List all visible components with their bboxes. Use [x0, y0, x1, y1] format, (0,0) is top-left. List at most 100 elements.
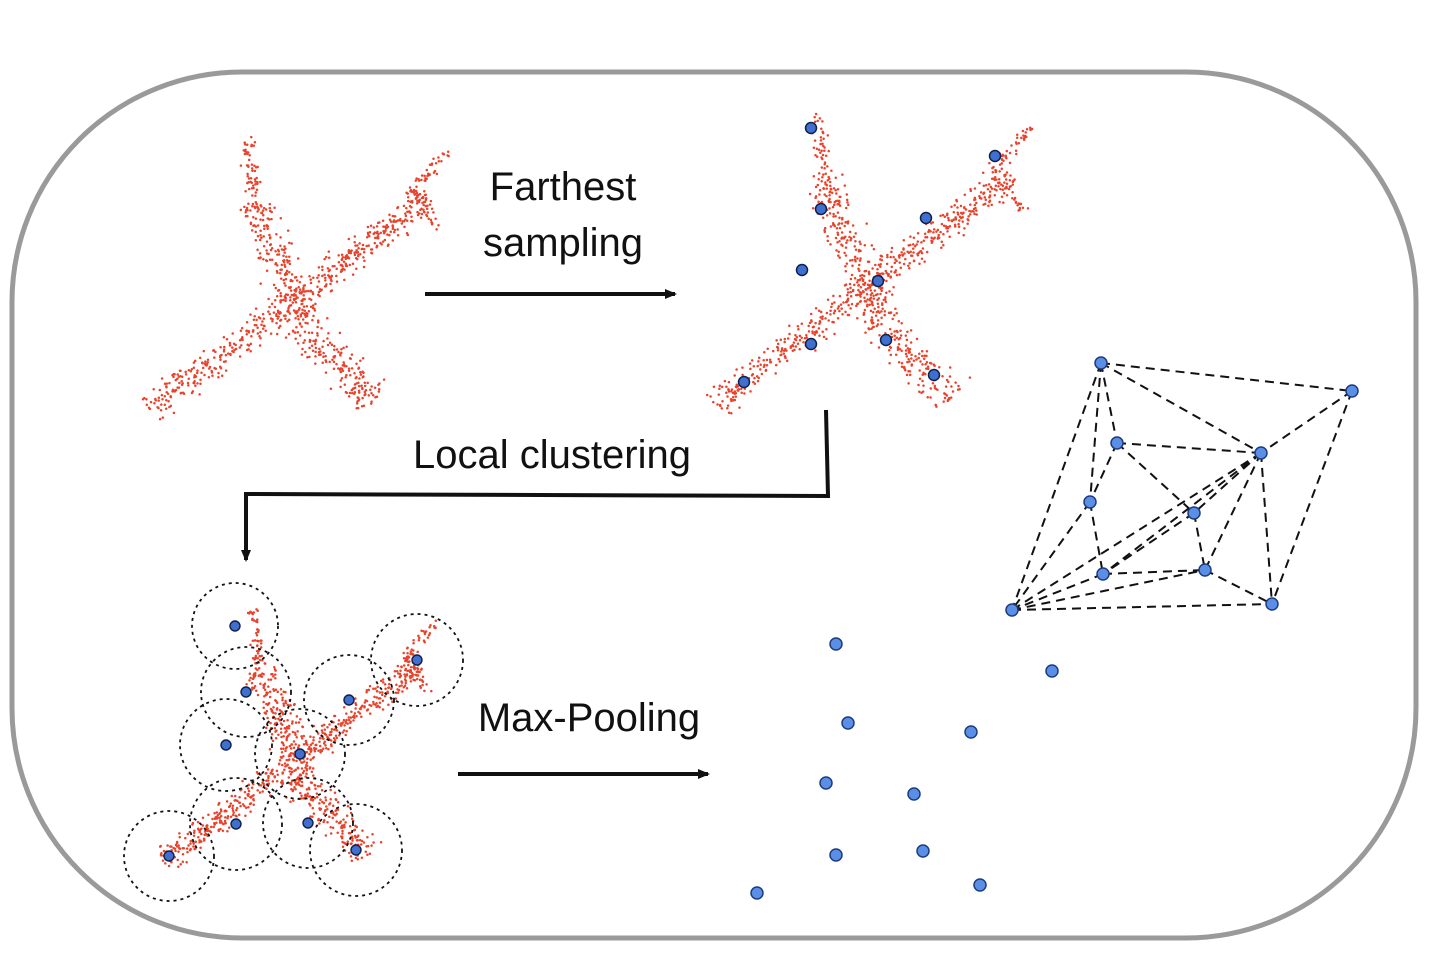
- cloud-point: [278, 311, 282, 314]
- cloud-point: [999, 187, 1002, 191]
- cloud-point: [337, 719, 341, 722]
- cloud-point: [844, 220, 848, 224]
- cloud-point: [377, 697, 381, 700]
- cluster-centroid: [294, 748, 306, 760]
- cloud-point: [865, 222, 868, 225]
- cloud-point: [318, 353, 321, 357]
- cloud-point: [290, 743, 294, 746]
- cloud-point: [876, 319, 880, 322]
- cloud-point: [157, 406, 160, 410]
- cloud-point: [279, 324, 282, 328]
- cloud-point: [393, 215, 397, 218]
- cloud-point: [995, 188, 998, 192]
- cloud-point: [259, 784, 263, 787]
- cloud-point: [401, 690, 404, 693]
- cloud-point: [282, 719, 286, 723]
- cloud-point: [205, 824, 209, 827]
- cloud-point: [247, 331, 251, 334]
- cloud-point: [159, 854, 163, 857]
- cloud-point: [780, 347, 784, 350]
- cloud-point: [203, 830, 207, 833]
- cloud-point: [231, 346, 234, 349]
- cloud-point: [855, 304, 858, 308]
- cloud-point: [354, 707, 357, 710]
- cloud-point: [157, 396, 161, 400]
- cloud-point: [896, 330, 899, 334]
- cloud-point: [335, 812, 338, 816]
- cloud-point: [816, 119, 819, 123]
- cloud-point: [840, 231, 844, 234]
- cloud-point: [292, 746, 296, 749]
- cloud-point: [273, 775, 277, 779]
- cloud-point: [265, 269, 269, 273]
- cloud-point: [1000, 162, 1004, 165]
- cloud-point: [321, 731, 324, 734]
- cloud-point: [250, 611, 253, 614]
- cloud-point: [959, 204, 963, 208]
- cloud-point: [342, 729, 346, 732]
- cloud-point: [908, 262, 911, 265]
- cloud-point: [161, 397, 164, 401]
- cloud-point: [306, 792, 310, 795]
- cloud-point: [322, 737, 325, 741]
- cloud-point: [774, 363, 778, 367]
- cloud-point: [740, 387, 743, 391]
- cloud-point: [288, 312, 292, 315]
- cloud-point: [896, 345, 900, 349]
- cloud-point: [386, 244, 390, 247]
- cloud-point: [300, 767, 304, 770]
- cloud-point: [915, 358, 918, 361]
- cloud-point: [288, 270, 291, 274]
- cloud-point: [304, 321, 307, 325]
- cloud-point: [259, 639, 263, 642]
- cloud-point: [827, 319, 830, 322]
- cloud-point: [344, 262, 348, 266]
- cloud-point: [244, 806, 248, 810]
- cloud-point: [946, 230, 949, 233]
- cloud-point: [278, 758, 282, 762]
- cloud-point: [312, 812, 316, 815]
- cloud-point: [404, 681, 408, 685]
- cloud-point: [908, 347, 912, 351]
- cloud-point: [314, 355, 317, 358]
- cloud-point: [284, 277, 288, 281]
- cloud-point: [895, 273, 899, 277]
- cloud-point: [932, 363, 936, 366]
- cloud-point: [255, 633, 259, 637]
- cloud-point: [318, 736, 322, 740]
- cloud-point: [400, 222, 404, 225]
- cloud-point: [339, 367, 343, 370]
- cloud-point: [280, 263, 284, 267]
- cloud-point: [279, 731, 283, 734]
- cloud-point: [866, 286, 870, 290]
- cloud-point: [327, 748, 330, 751]
- cloud-point: [247, 180, 250, 184]
- cloud-point: [360, 384, 363, 387]
- cloud-point: [839, 195, 842, 199]
- cloud-point: [274, 688, 278, 691]
- cloud-point: [195, 371, 199, 375]
- cloud-point: [347, 716, 351, 719]
- cloud-point: [869, 309, 873, 313]
- cloud-point: [415, 194, 419, 197]
- cloud-point: [326, 821, 329, 824]
- cloud-point: [329, 282, 332, 286]
- cloud-point: [165, 385, 168, 389]
- cloud-point: [423, 632, 427, 636]
- cloud-point: [252, 144, 256, 147]
- cloud-point: [370, 385, 373, 388]
- cloud-point: [1008, 178, 1012, 182]
- cloud-point: [350, 842, 353, 845]
- cloud-point: [360, 715, 363, 718]
- cloud-point: [420, 174, 424, 177]
- cloud-point: [395, 670, 399, 673]
- cloud-point: [308, 346, 311, 350]
- cloud-point: [1003, 181, 1006, 184]
- cloud-point: [907, 357, 910, 361]
- cloud-point: [309, 815, 312, 818]
- cloud-point: [963, 227, 966, 230]
- cloud-point: [289, 289, 293, 292]
- cloud-point: [215, 811, 219, 814]
- cloud-point: [261, 218, 265, 222]
- cloud-point: [329, 743, 333, 746]
